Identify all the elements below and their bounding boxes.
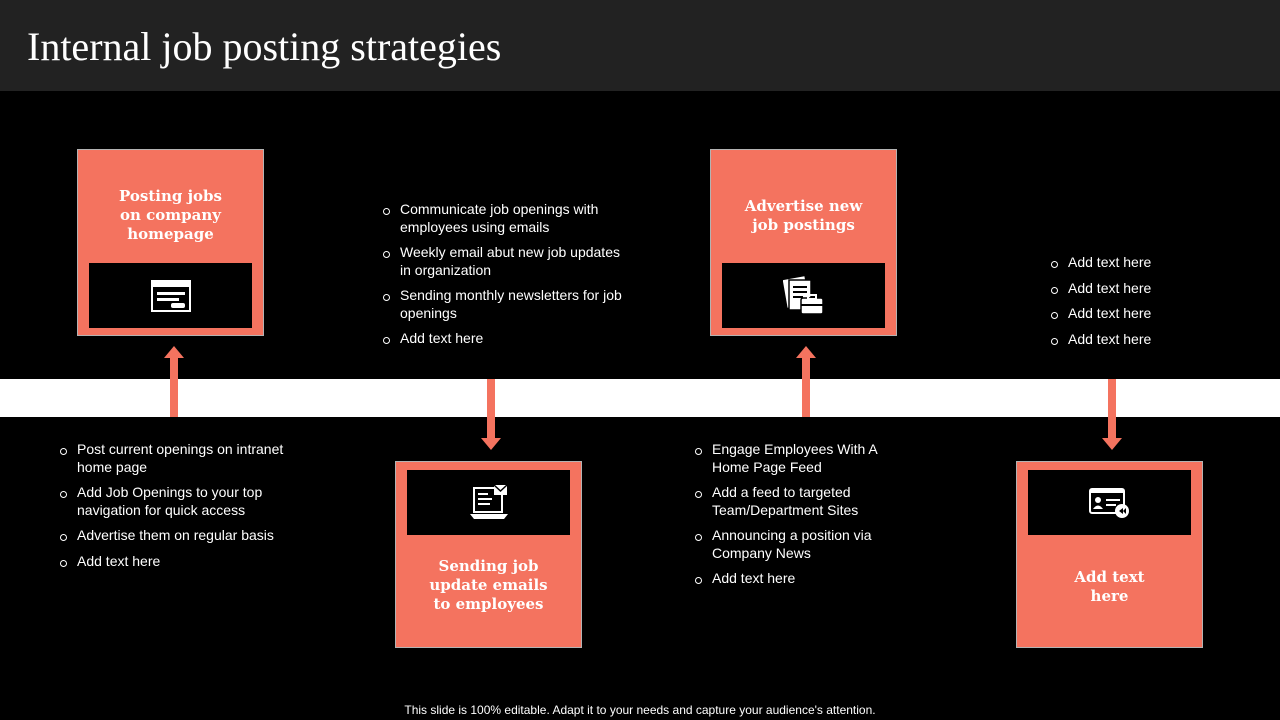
list-item: Add text here	[59, 553, 309, 571]
laptop-email-icon	[469, 483, 508, 519]
list-item: Announcing a position via Company News	[694, 527, 914, 562]
step-card-advertise: Advertise new job postings	[710, 149, 897, 336]
documents-briefcase-icon	[782, 275, 824, 315]
arrow-down-icon	[1102, 379, 1122, 450]
browser-window-icon	[150, 279, 191, 312]
list-item: Engage Employees With A Home Page Feed	[694, 441, 914, 476]
list-item: Add text here	[382, 330, 622, 348]
list-item: Add text here	[694, 570, 914, 588]
step-card-title: Advertise new job postings	[744, 197, 863, 234]
card-icon-box	[1028, 470, 1191, 535]
bullet-list-add-text: Add text here Add text here Add text her…	[1050, 254, 1230, 356]
arrow-up-icon	[164, 346, 184, 417]
list-item: Advertise them on regular basis	[59, 527, 309, 545]
bullet-list-emails: Communicate job openings with employees …	[382, 201, 622, 356]
slide-title: Internal job posting strategies	[27, 24, 502, 69]
card-icon-box	[89, 263, 252, 328]
footer-note: This slide is 100% editable. Adapt it to…	[404, 703, 876, 717]
list-item: Add Job Openings to your top navigation …	[59, 484, 309, 519]
step-card-title: Add text here	[1074, 568, 1145, 605]
card-icon-box	[722, 263, 885, 328]
timeline-band	[0, 379, 1280, 417]
list-item: Add text here	[1050, 331, 1230, 349]
step-card-add-text: Add text here	[1016, 461, 1203, 648]
list-item: Add a feed to targeted Team/Department S…	[694, 484, 914, 519]
step-card-title: Sending job update emails to employees	[429, 557, 548, 613]
title-bar: Internal job posting strategies	[0, 0, 1280, 91]
bullet-list-advertise: Engage Employees With A Home Page Feed A…	[694, 441, 914, 596]
list-item: Add text here	[1050, 254, 1230, 272]
card-icon-box	[407, 470, 570, 535]
step-card-title: Posting jobs on company homepage	[119, 187, 222, 243]
list-item: Communicate job openings with employees …	[382, 201, 622, 236]
list-item: Add text here	[1050, 305, 1230, 323]
bullet-list-homepage: Post current openings on intranet home p…	[59, 441, 309, 578]
list-item: Weekly email abut new job updates in org…	[382, 244, 622, 279]
arrow-up-icon	[796, 346, 816, 417]
step-card-emails: Sending job update emails to employees	[395, 461, 582, 648]
list-item: Sending monthly newsletters for job open…	[382, 287, 622, 322]
arrow-down-icon	[481, 379, 501, 450]
step-card-homepage: Posting jobs on company homepage	[77, 149, 264, 336]
id-card-icon	[1088, 487, 1129, 518]
list-item: Post current openings on intranet home p…	[59, 441, 309, 476]
list-item: Add text here	[1050, 280, 1230, 298]
